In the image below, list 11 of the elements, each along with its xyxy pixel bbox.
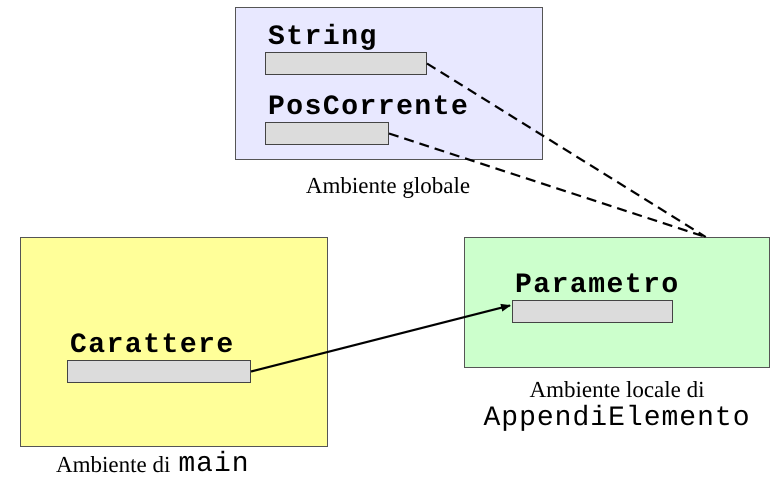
variable-name: String: [268, 25, 378, 51]
variable-name: PosCorrente: [268, 95, 470, 121]
connector-line: [426, 62, 706, 238]
environment-caption: Ambiente di: [56, 452, 170, 478]
environment-caption: AppendiElemento: [483, 406, 751, 432]
environment-caption: main: [178, 452, 250, 478]
variable-name: Carattere: [70, 333, 235, 359]
arrow: [250, 304, 511, 373]
variable-name: Parametro: [515, 273, 680, 299]
environment-caption: Ambiente globale: [306, 173, 470, 199]
environment-caption: Ambiente locale di: [530, 377, 704, 403]
